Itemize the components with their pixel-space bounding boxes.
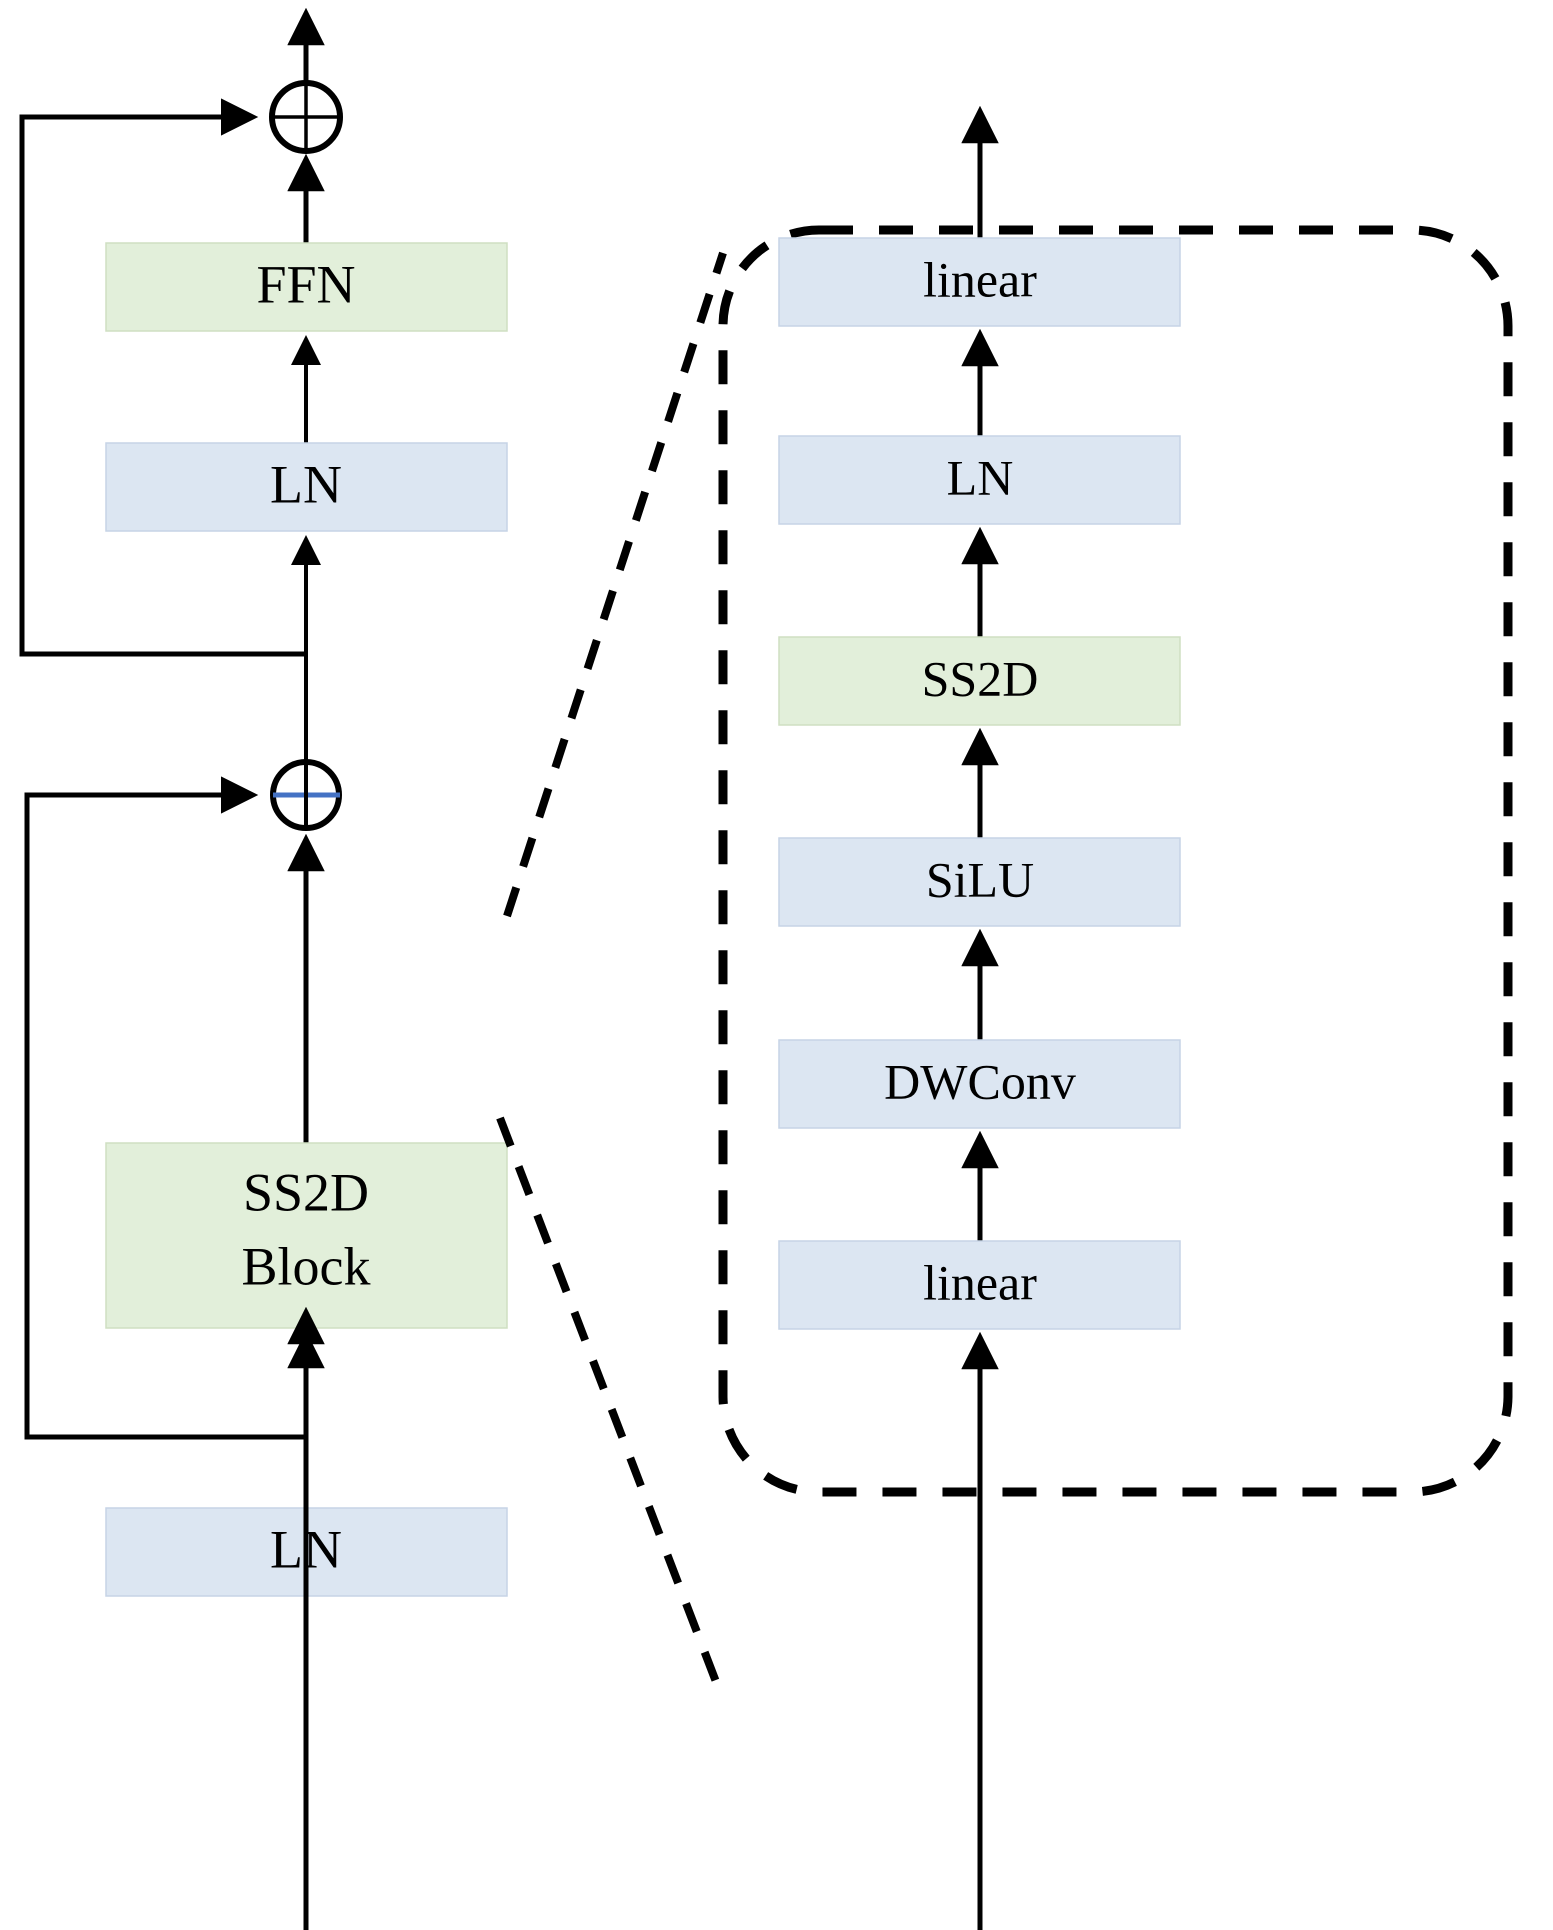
node-ln-top-label: LN: [270, 454, 342, 514]
node-linear-in-label: linear: [923, 1254, 1037, 1310]
node-linear-in[interactable]: linear: [778, 1240, 1181, 1330]
edge-residual-top: [19, 98, 306, 657]
node-silu[interactable]: SiLU: [778, 837, 1181, 927]
node-ss2d-label: SS2D: [922, 650, 1039, 706]
ss2d-detail-container: [718, 225, 1513, 1497]
node-silu-label: SiLU: [926, 851, 1034, 907]
node-ln-top[interactable]: LN: [105, 442, 508, 532]
node-ss2d-block-label-line2: Block: [242, 1236, 371, 1296]
node-ss2d-block[interactable]: SS2D Block: [105, 1142, 508, 1329]
callout-leader-bottom: [496, 1116, 727, 1702]
node-dwconv-label: DWConv: [884, 1053, 1076, 1109]
node-ss2d[interactable]: SS2D: [778, 636, 1181, 726]
callout-leader-top: [503, 251, 727, 918]
edge-residual-bottom: [24, 776, 306, 1440]
node-ln-detail-label: LN: [947, 449, 1014, 505]
node-ln-detail[interactable]: LN: [778, 435, 1181, 525]
node-ss2d-block-label-line1: SS2D: [243, 1162, 369, 1222]
node-linear-out-label: linear: [923, 251, 1037, 307]
add-top: [269, 80, 343, 154]
add-bottom: [270, 759, 342, 831]
node-linear-out[interactable]: linear: [778, 237, 1181, 327]
node-ffn[interactable]: FFN: [105, 242, 508, 332]
node-dwconv[interactable]: DWConv: [778, 1039, 1181, 1129]
node-ffn-label: FFN: [256, 254, 355, 314]
